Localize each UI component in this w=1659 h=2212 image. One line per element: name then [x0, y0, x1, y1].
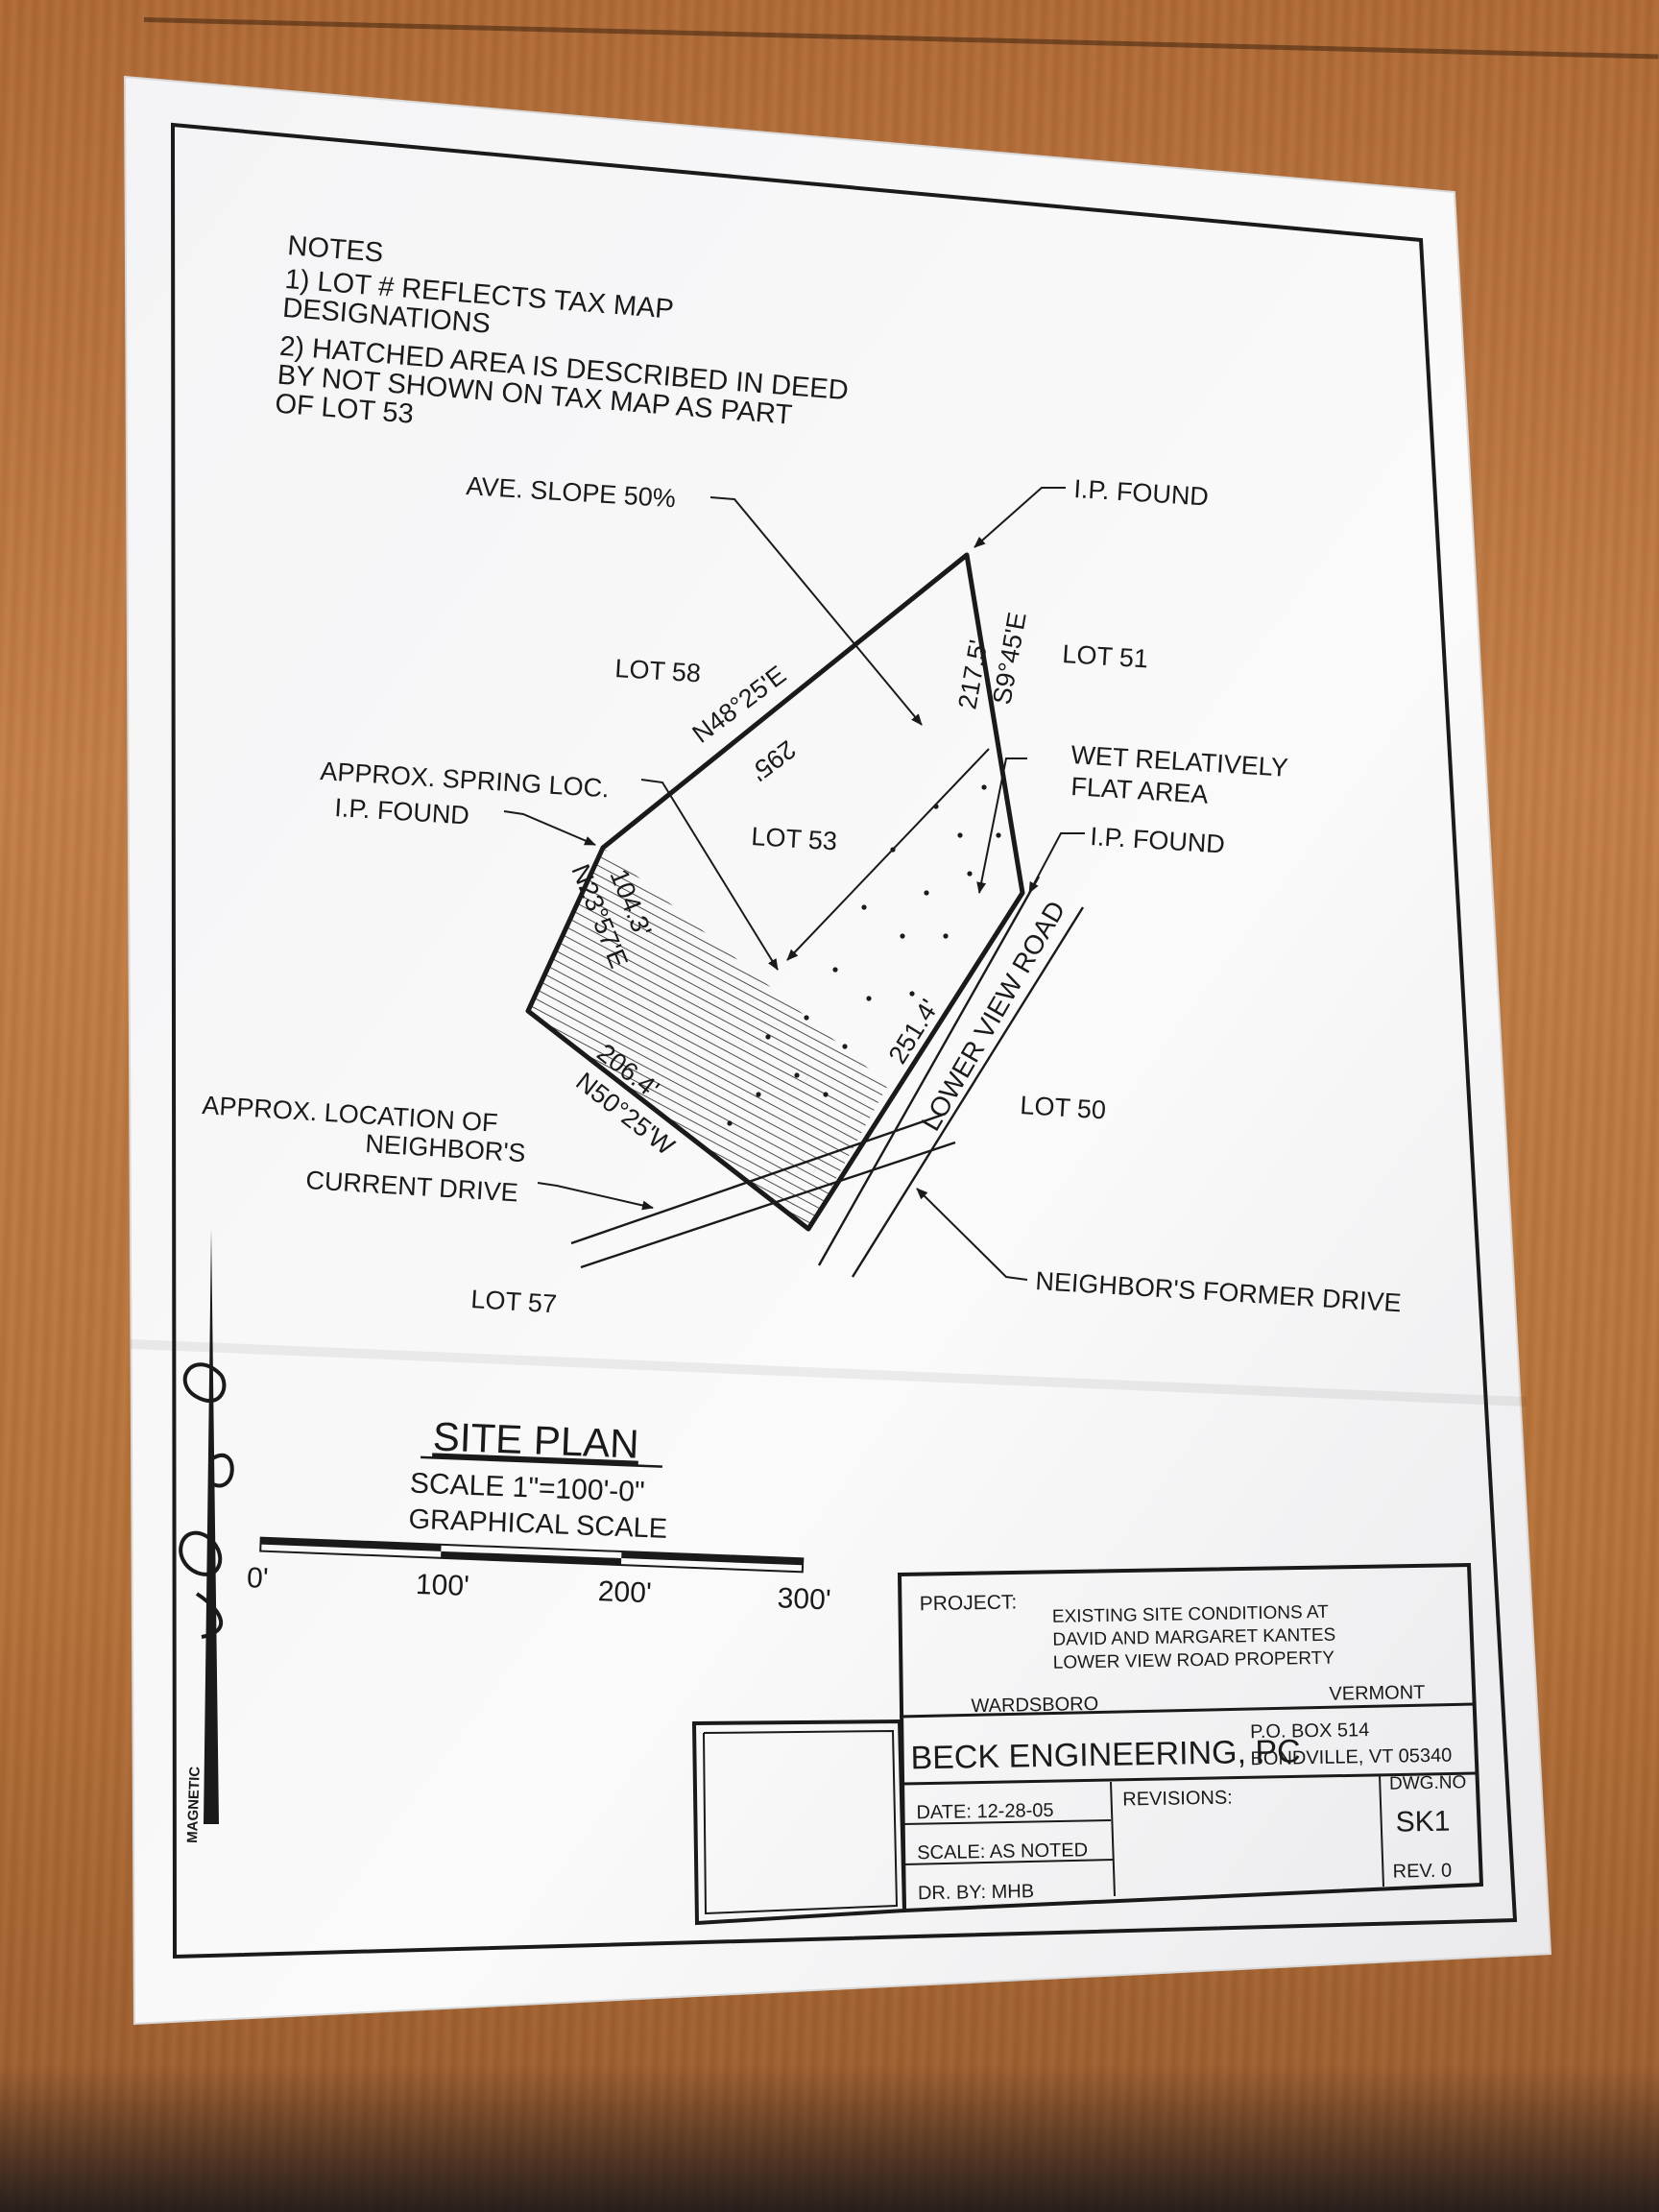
divider-date-scale [902, 1819, 1112, 1825]
former-drive-leader [916, 1188, 1028, 1281]
divider-project-firm [899, 1702, 1475, 1719]
project-line-3: LOWER VIEW ROAD PROPERTY [1053, 1648, 1335, 1673]
notes-heading: NOTES [286, 230, 384, 269]
project-label: PROJECT: [920, 1591, 1018, 1615]
road-edge-west [817, 876, 1041, 1266]
project-state: VERMONT [1329, 1682, 1425, 1705]
lot-53-boundary [525, 552, 1025, 1232]
lot-51-label: LOT 51 [1062, 639, 1149, 673]
rev-value: REV. 0 [1392, 1861, 1452, 1883]
ip-found-top-leader [974, 487, 1066, 548]
hatched-area [528, 848, 888, 1229]
firm-po-box: P.O. BOX 514 [1250, 1719, 1370, 1743]
scale-value: SCALE: AS NOTED [917, 1839, 1088, 1863]
leader-lines [503, 487, 1085, 1281]
paper-fold-horizontal [130, 1339, 1527, 1407]
current-drive-edge-2 [580, 1141, 956, 1269]
revisions-label: REVISIONS: [1122, 1788, 1233, 1811]
left-box-inner [703, 1729, 899, 1915]
north-arrow-needle [204, 1229, 219, 1824]
divider-scale-drby [902, 1859, 1115, 1865]
site-plan-underline [421, 1455, 662, 1468]
project-town: WARDSBORO [971, 1694, 1098, 1717]
lot-57-label: LOT 57 [470, 1285, 558, 1318]
scale-tick-200: 200' [597, 1575, 652, 1609]
scale-tick-0: 0' [246, 1562, 269, 1595]
drawing-border [170, 122, 1518, 1960]
left-empty-box [691, 1719, 907, 1926]
scale-tick-300: 300' [777, 1582, 831, 1616]
ave-slope-leader [709, 496, 923, 726]
scale-bar-seg-2 [441, 1551, 622, 1566]
dwg-no-label: DWG.NO [1389, 1772, 1467, 1793]
project-line-2: DAVID AND MARGARET KANTES [1052, 1625, 1335, 1650]
current-drive-edge-1 [570, 1112, 947, 1245]
firm-city: BONDVILLE, VT 05340 [1250, 1745, 1452, 1770]
lot-58-label: LOT 58 [614, 654, 702, 687]
scale-tick-100: 100' [415, 1569, 469, 1602]
ip-found-right-leader [1028, 832, 1085, 894]
spring-leader [640, 779, 779, 971]
title-block-text: PROJECT: EXISTING SITE CONDITIONS AT DAV… [910, 1591, 1467, 1904]
lot-53-label: LOT 53 [751, 822, 838, 855]
lot-50-label: LOT 50 [1020, 1091, 1107, 1124]
current-drive-leader [537, 1182, 654, 1211]
north-arrow-scroll [179, 1362, 234, 1639]
wet-area-dots [727, 784, 1001, 1126]
firm-name: BECK ENGINEERING, PC [910, 1733, 1301, 1776]
scale-bar-seg-1 [260, 1537, 442, 1551]
table-shadow [0, 2064, 1659, 2212]
divider-info-revisions [1110, 1781, 1116, 1897]
title-block [691, 1562, 1484, 1926]
scale-bar-seg-3 [621, 1551, 804, 1566]
drawn-by-value: DR. BY: MHB [918, 1881, 1035, 1904]
divider-firm-info [902, 1771, 1477, 1786]
project-line-1: EXISTING SITE CONDITIONS AT [1052, 1602, 1330, 1627]
north-arrow: MAGNETIC [179, 1229, 234, 1843]
north-arrow-text: MAGNETIC [184, 1766, 204, 1843]
road-edge-east [851, 906, 1085, 1278]
wet-area-leader [976, 757, 1027, 894]
date-value: DATE: 12-28-05 [916, 1800, 1053, 1823]
wet-area-leader-2 [786, 748, 990, 961]
divider-revisions-dwg [1379, 1774, 1384, 1887]
dwg-no-value: SK1 [1395, 1806, 1450, 1839]
ip-found-left-leader [503, 810, 596, 846]
site-plan-title: SITE PLAN [432, 1413, 639, 1466]
